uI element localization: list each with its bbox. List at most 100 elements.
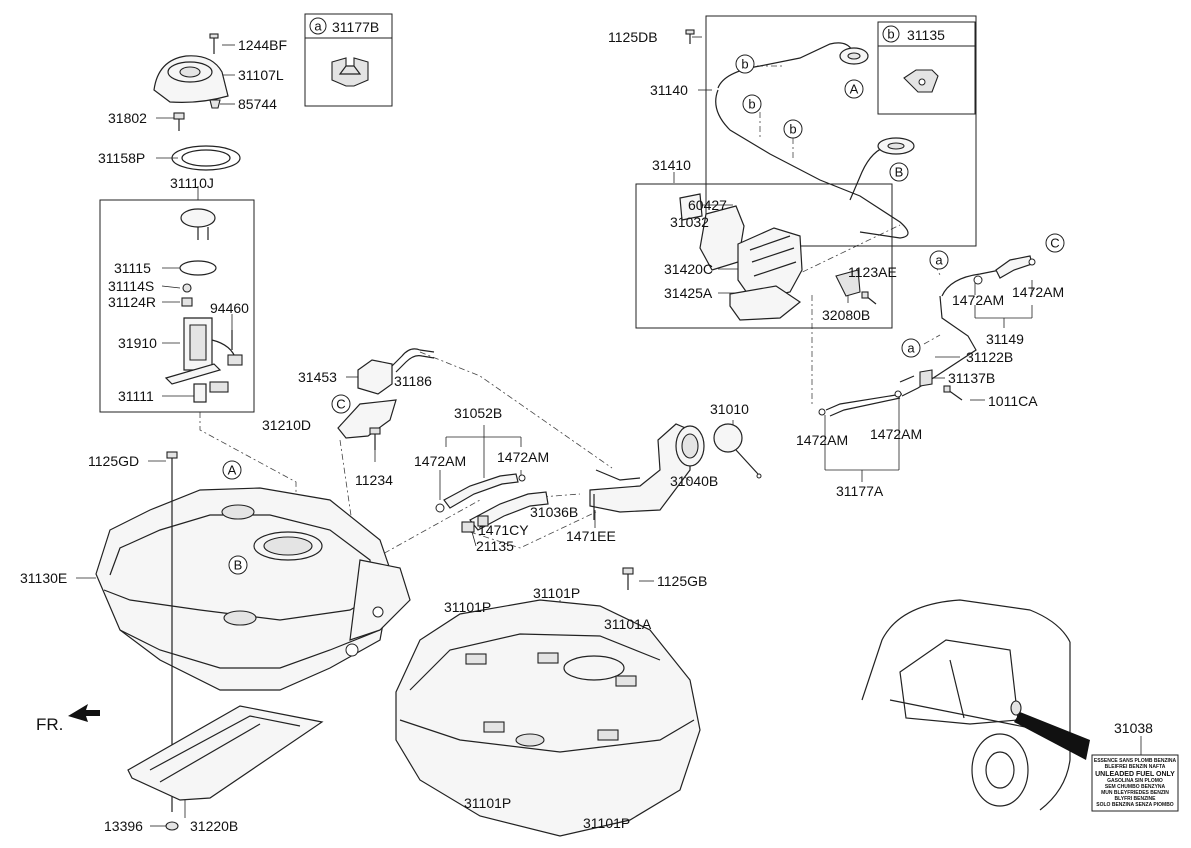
label-94460: 94460: [210, 300, 249, 316]
label-21135: 21135: [476, 538, 514, 554]
label-1471CY: 1471CY: [478, 522, 529, 538]
fuel-label-line-6: MUN BLEYFRIEDES BENZIN: [1101, 790, 1169, 796]
label-60427: 60427: [688, 197, 727, 213]
label-31101P-top-left: 31101P: [444, 599, 491, 615]
label-13396: 13396: [104, 818, 143, 834]
callout-A-line: A: [850, 82, 859, 97]
callout-C-tube: C: [1050, 236, 1059, 251]
label-1123AE: 1123AE: [848, 264, 897, 280]
filler-neck-assembly: [589, 423, 762, 590]
label-1472AM-lower-right: 1472AM: [870, 426, 922, 442]
detail-b-letter: b: [887, 27, 894, 42]
callout-b-line-2: b: [748, 97, 755, 112]
detail-b-part: 31135: [907, 27, 945, 43]
detail-a-part: 31177B: [332, 19, 379, 35]
label-1472AM-filler-right: 1472AM: [497, 449, 549, 465]
fuel-label-line-3: UNLEADED FUEL ONLY: [1095, 771, 1175, 778]
label-31122B: 31122B: [966, 349, 1013, 365]
label-1472AM-vent-right: 1472AM: [1012, 284, 1064, 300]
label-31038: 31038: [1114, 720, 1153, 736]
label-31453: 31453: [298, 369, 337, 385]
front-arrow-icon: [68, 704, 100, 722]
label-31910: 31910: [118, 335, 157, 351]
label-31010: 31010: [710, 401, 749, 417]
leader-lines: [76, 36, 1142, 827]
label-85744: 85744: [238, 96, 277, 112]
fuel-label-line-5: SEM CHUMBO BENZYNA: [1105, 784, 1166, 790]
callout-a-tube-mid: a: [907, 341, 915, 356]
detail-box-a: a 31177B: [304, 13, 393, 107]
top-left-parts: [153, 33, 241, 171]
callout-C-bracket: C: [336, 397, 345, 412]
label-31124R: 31124R: [108, 294, 156, 310]
fuel-label-line-2: BLEIFREI BENZIN NAFTA: [1105, 764, 1166, 770]
fuel-label-line-7: BLYFRI BENZINE: [1115, 796, 1157, 802]
fuel-tank-main: [95, 451, 411, 831]
label-11234: 11234: [355, 472, 393, 488]
callout-a-tube-top: a: [935, 253, 943, 268]
label-31177A: 31177A: [836, 483, 884, 499]
label-31101P-bottom-left: 31101P: [464, 795, 511, 811]
label-31220B: 31220B: [190, 818, 238, 834]
label-1472AM-vent-left: 1472AM: [952, 292, 1004, 308]
callout-b-line-1: b: [741, 57, 748, 72]
fuel-label-line-8: SOLO BENZINA SENZA PIOMBO: [1096, 802, 1174, 808]
label-31149: 31149: [986, 331, 1024, 347]
label-31410: 31410: [652, 157, 691, 173]
label-31101P-top-mid: 31101P: [533, 585, 580, 601]
label-31107L: 31107L: [238, 67, 284, 83]
label-31040B: 31040B: [670, 473, 718, 489]
label-31186: 31186: [394, 373, 432, 389]
dashed-connections: [199, 65, 941, 561]
vapor-line-box: [685, 15, 977, 247]
label-1011CA: 1011CA: [988, 393, 1038, 409]
label-31802: 31802: [108, 110, 147, 126]
detail-a-letter: a: [314, 19, 322, 34]
fuel-label-line-1: ESSENCE SANS PLOMB BENZINA: [1094, 758, 1177, 764]
callout-b-line-3: b: [789, 122, 796, 137]
label-31158P: 31158P: [98, 150, 145, 166]
callout-B-line: B: [895, 165, 904, 180]
callout-A-tank: A: [228, 463, 237, 478]
label-31111: 31111: [118, 388, 154, 404]
vent-tubes: [818, 255, 1036, 417]
vent-valve-parts: [337, 348, 435, 450]
part-number-labels: 1244BF 31107L 85744 31802 31158P 31110J …: [20, 29, 1153, 834]
label-1471EE: 1471EE: [566, 528, 616, 544]
label-31114S: 31114S: [108, 278, 154, 294]
label-31036B: 31036B: [530, 504, 578, 520]
label-32080B: 32080B: [822, 307, 870, 323]
label-31210D: 31210D: [262, 417, 311, 433]
label-31032: 31032: [670, 214, 709, 230]
label-31115: 31115: [114, 260, 151, 276]
label-1125DB: 1125DB: [608, 29, 658, 45]
label-31130E: 31130E: [20, 570, 67, 586]
heat-shield: [127, 705, 324, 801]
label-1472AM-lower-left: 1472AM: [796, 432, 848, 448]
label-1125GB: 1125GB: [657, 573, 707, 589]
label-1125GD: 1125GD: [88, 453, 139, 469]
label-31137B: 31137B: [948, 370, 995, 386]
front-direction-indicator: FR.: [36, 704, 100, 734]
fuel-label-line-4: GASOLINA SIN PLOMO: [1107, 778, 1163, 784]
fr-label: FR.: [36, 715, 63, 734]
label-31101A: 31101A: [604, 616, 652, 632]
detail-box-b: b 31135: [877, 21, 976, 115]
filler-hoses: [435, 473, 549, 533]
label-31420C: 31420C: [664, 261, 713, 277]
callout-B-tank: B: [234, 558, 243, 573]
label-1472AM-filler-left: 1472AM: [414, 453, 466, 469]
callouts: A B C A B C a a b b b: [222, 54, 1065, 575]
label-31425A: 31425A: [664, 285, 713, 301]
label-31101P-bottom-right: 31101P: [583, 815, 630, 831]
fuel-tank-reference: [395, 599, 701, 837]
pump-module-box: [99, 199, 255, 413]
fuel-label-plate: [1091, 754, 1179, 812]
label-1244BF: 1244BF: [238, 37, 287, 53]
label-31140: 31140: [650, 82, 688, 98]
label-31052B: 31052B: [454, 405, 502, 421]
vehicle-illustration: ESSENCE SANS PLOMB BENZINA BLEIFREI BENZ…: [861, 599, 1179, 812]
canister-box: [635, 183, 893, 329]
label-31110J: 31110J: [170, 175, 214, 191]
